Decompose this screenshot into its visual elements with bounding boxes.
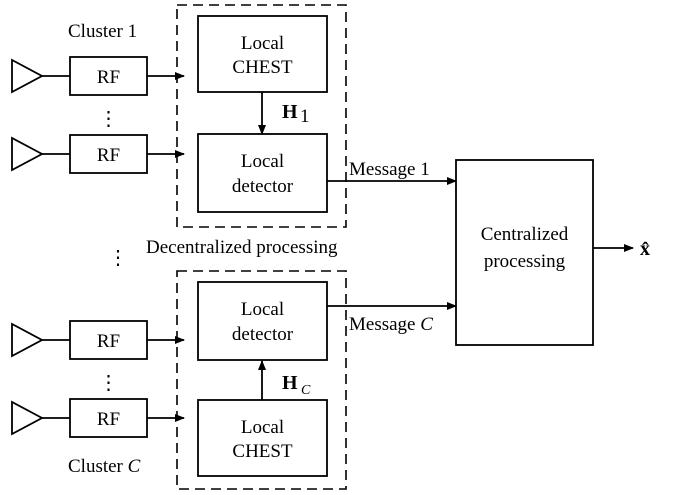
h-subscript-c: C bbox=[301, 383, 311, 398]
h-symbol: H bbox=[282, 372, 298, 394]
h-subscript-1: 1 bbox=[300, 106, 310, 127]
output-estimate-label: x̂ bbox=[640, 238, 650, 260]
decentralized-group-1 bbox=[176, 4, 347, 228]
centralized-label: Centralized bbox=[481, 224, 569, 245]
h-symbol: H bbox=[282, 101, 298, 123]
antenna-icon bbox=[11, 136, 44, 172]
chest-label: CHEST bbox=[232, 57, 293, 78]
local-detector-box bbox=[197, 133, 328, 213]
local-label: Local bbox=[241, 151, 284, 172]
rf-label: RF bbox=[97, 331, 120, 352]
local-label: Local bbox=[241, 299, 284, 320]
centralized-processing-box bbox=[455, 159, 594, 346]
rf-box bbox=[69, 134, 148, 174]
rf-label: RF bbox=[97, 409, 120, 430]
rf-label: RF bbox=[97, 145, 120, 166]
local-chest-box bbox=[197, 399, 328, 477]
cluster-1-label: Cluster 1 bbox=[68, 21, 137, 42]
cluster-c-variable: C bbox=[128, 456, 141, 477]
vertical-ellipsis: ⋮ bbox=[99, 108, 119, 130]
detector-label: detector bbox=[232, 324, 294, 345]
chest-label: CHEST bbox=[232, 441, 293, 462]
message-c-label: Message C bbox=[349, 314, 433, 335]
decentralized-label: Decentralized processing bbox=[146, 237, 338, 258]
decentralized-group-c bbox=[176, 270, 347, 490]
detector-label: detector bbox=[232, 176, 294, 197]
message-c-prefix: Message bbox=[349, 314, 420, 335]
antenna-icon bbox=[11, 400, 44, 436]
rf-label: RF bbox=[97, 67, 120, 88]
vertical-ellipsis: ⋮ bbox=[99, 372, 119, 394]
local-label: Local bbox=[241, 33, 284, 54]
cluster-c-label: Cluster C bbox=[68, 456, 141, 477]
local-label: Local bbox=[241, 417, 284, 438]
local-chest-box bbox=[197, 15, 328, 93]
message-1-label: Message 1 bbox=[349, 159, 430, 180]
processing-label: processing bbox=[484, 251, 566, 272]
rf-box bbox=[69, 320, 148, 360]
antenna-icon bbox=[11, 58, 44, 94]
local-detector-box bbox=[197, 281, 328, 361]
vertical-ellipsis: ⋮ bbox=[108, 247, 128, 269]
cluster-c-prefix: Cluster bbox=[68, 456, 128, 477]
message-c-variable: C bbox=[420, 314, 433, 335]
antenna-icon bbox=[11, 322, 44, 358]
